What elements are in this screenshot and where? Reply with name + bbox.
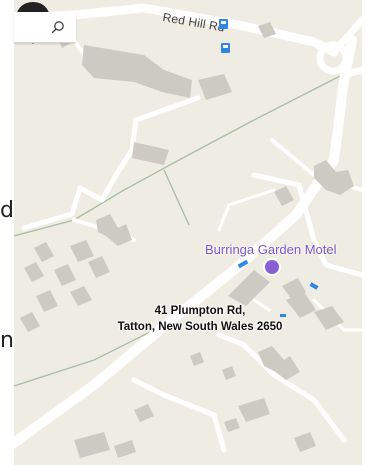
poi-label-burringa-garden-motel[interactable]: Burringa Garden Motel bbox=[205, 242, 337, 257]
address-line-2: Tatton, New South Wales 2650 bbox=[117, 321, 283, 333]
bus-stop-icon[interactable] bbox=[221, 43, 230, 53]
clipped-text-letter: n bbox=[0, 328, 14, 353]
map-base bbox=[14, 0, 362, 465]
clipped-text-letter: d bbox=[0, 198, 14, 223]
map-canvas[interactable]: Red Hill Rd Burringa Garden Motel 41 Plu… bbox=[14, 0, 362, 465]
address-line-1: 41 Plumpton Rd, bbox=[154, 305, 246, 317]
search-box[interactable] bbox=[14, 12, 76, 43]
bus-stop-icon[interactable] bbox=[219, 19, 228, 29]
address-label: 41 Plumpton Rd, Tatton, New South Wales … bbox=[100, 303, 300, 335]
search-icon[interactable] bbox=[50, 19, 66, 35]
bed-icon[interactable] bbox=[263, 258, 281, 276]
